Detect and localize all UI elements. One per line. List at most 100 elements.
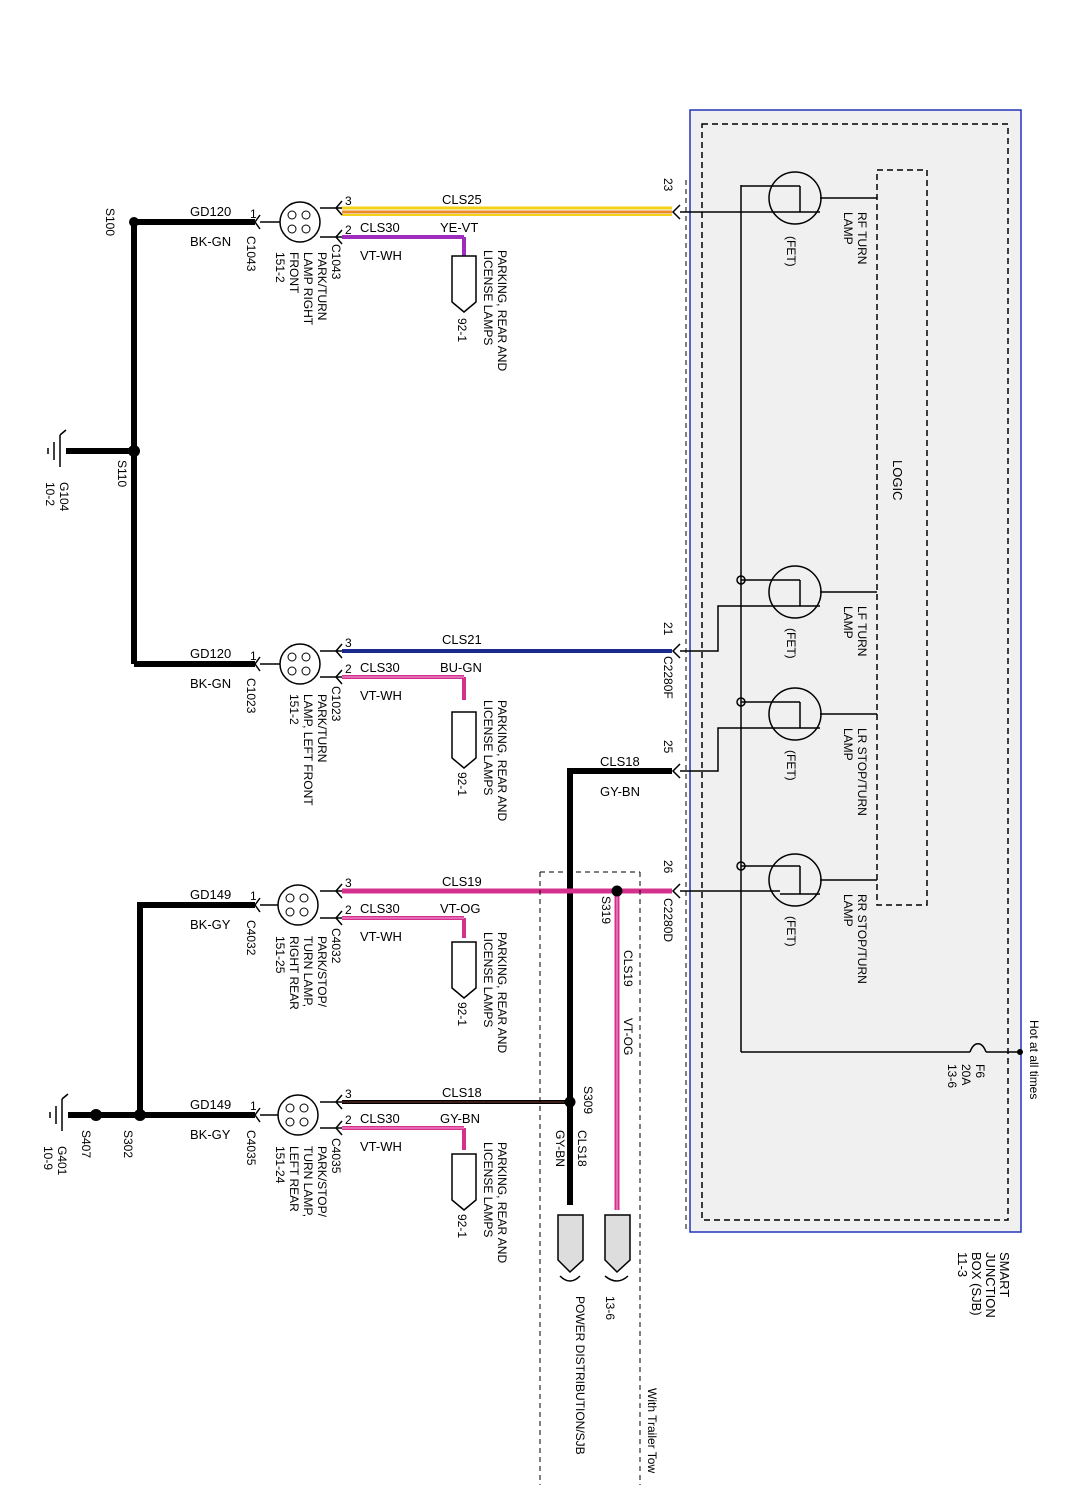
- logic-block: [876, 169, 928, 906]
- cls18-feed-color: GY-BN: [600, 784, 640, 799]
- ground-g401-name: G401: [55, 1146, 69, 1176]
- sjb-outer-border: [689, 109, 1022, 1233]
- lamp-lf-symbol: [279, 643, 321, 685]
- fet-label: (FET): [784, 236, 798, 267]
- park-circuit-lr: CLS30: [360, 1111, 400, 1126]
- lamp-lf-line-2: LAMP, LEFT FRONT: [301, 694, 315, 806]
- sjb-title-2: JUNCTION: [983, 1252, 998, 1318]
- lamp-group-lf: 3 2 1 CLS30 BU-GN VT-WH GD120 BK-GN C102…: [134, 636, 509, 821]
- lamp-rr-line-2: TURN LAMP,: [301, 936, 315, 1007]
- park-color-lf: BU-GN: [440, 660, 482, 675]
- trailer-cls18-circuit: CLS18: [575, 1130, 589, 1167]
- splice-s319: [611, 885, 623, 897]
- cls19-label: CLS19: [442, 874, 482, 889]
- lf-turn-label-2: LAMP: [841, 606, 855, 639]
- parking-rf-ref: 92-1: [455, 318, 469, 342]
- ground-wire-rr: [137, 902, 255, 1112]
- wire-cls25: [342, 206, 672, 216]
- cls18-label: CLS18: [442, 1085, 482, 1100]
- park-color-rf: YE-VT: [440, 220, 478, 235]
- hot-at-all-times-label: Hot at all times: [1027, 1020, 1041, 1099]
- fet-label: (FET): [784, 916, 798, 947]
- parking-lf-line-2: LICENSE LAMPS: [481, 700, 495, 795]
- fet-label: (FET): [784, 628, 798, 659]
- ground-g401-ref: 10-9: [41, 1146, 55, 1170]
- pin-3: 3: [345, 194, 352, 208]
- parking-rf-line-2: LICENSE LAMPS: [481, 250, 495, 345]
- lamp-lr-line-1: PARK/STOP/: [315, 1146, 329, 1218]
- splice-s110: [128, 445, 140, 457]
- trailer-tow-label: With Trailer Tow: [645, 1388, 659, 1473]
- ground-g104-name: G104: [57, 482, 71, 512]
- connector-c2280f: C2280F: [661, 656, 675, 699]
- park-circuit-rf: CLS30: [360, 220, 400, 235]
- pin-23: 23: [661, 178, 675, 192]
- rf-turn-label-1: RF TURN: [855, 212, 869, 264]
- lamp-rr-line-4: 151-25: [273, 936, 287, 974]
- cls21-label: CLS21: [442, 632, 482, 647]
- power-distribution-ref: POWER DISTRIBUTION/SJB: [573, 1296, 587, 1455]
- pin-1: 1: [250, 207, 257, 221]
- pin-2: 2: [345, 223, 352, 237]
- park-wire-color-lf: VT-WH: [360, 688, 402, 703]
- park-wire-color-rf: VT-WH: [360, 248, 402, 263]
- rear-ground-bus: S302 S407 G401 10-9: [41, 1093, 146, 1176]
- splice-s302: [134, 1109, 146, 1121]
- fuse-rating: 20A: [959, 1064, 973, 1085]
- trailer-cls18-connector: [557, 1214, 584, 1274]
- rr-stop-turn-label-2: LAMP: [841, 894, 855, 927]
- connector-right-rf: C1043: [329, 244, 343, 280]
- fuse-name: F6: [973, 1064, 987, 1078]
- connector-c2280d: C2280D: [661, 898, 675, 942]
- sjb-title-4: 11-3: [955, 1252, 970, 1277]
- parking-rr-line-2: LICENSE LAMPS: [481, 932, 495, 1027]
- pin-2: 2: [345, 662, 352, 676]
- lamp-lr-symbol: [277, 1094, 319, 1136]
- lf-turn-label-1: LF TURN: [855, 606, 869, 656]
- parking-rr-ref: 92-1: [455, 1002, 469, 1026]
- pin-21: 21: [661, 622, 675, 636]
- connector-left-lf: C1023: [244, 678, 258, 714]
- splice-s319-label: S319: [599, 896, 613, 924]
- pin-26: 26: [661, 860, 675, 874]
- brace: [559, 1275, 629, 1282]
- lamp-lr-line-4: 151-24: [273, 1146, 287, 1184]
- ground-g104-icon: [47, 429, 67, 467]
- trailer-cls19-circuit: CLS19: [621, 950, 635, 987]
- lamp-lr-line-3: LEFT REAR: [287, 1146, 301, 1212]
- sjb-title-1: SMART: [997, 1252, 1012, 1297]
- parking-lf-ref: 92-1: [455, 772, 469, 796]
- lamp-rf-line-4: 151-2: [273, 252, 287, 283]
- lamp-rf-line-2: LAMP RIGHT: [301, 252, 315, 326]
- ground-circuit-rr: GD149: [190, 887, 231, 902]
- lamp-group-rf: 3 2 1 CLS30 YE-VT VT-WH GD120 BK-GN C104…: [134, 194, 509, 371]
- trailer-cls19-color: VT-OG: [621, 1018, 635, 1055]
- pin-25: 25: [661, 740, 675, 754]
- parking-rf-line-1: PARKING, REAR AND: [495, 250, 509, 371]
- cls25-label: CLS25: [442, 192, 482, 207]
- splice-s309-label: S309: [581, 1086, 595, 1114]
- splice-s309: [564, 1096, 576, 1108]
- connector-left-rf: C1043: [244, 236, 258, 272]
- lamp-group-rr: 3 2 1 CLS30 VT-OG VT-WH GD149 BK-GY C403…: [137, 876, 509, 1112]
- fet-lr-stop-turn: (FET) LR STOP/TURN LAMP: [736, 687, 877, 816]
- smart-junction-box: LOGIC Hot at all times F6 20A 13-6 SMART…: [661, 109, 1041, 1318]
- splice-s302-label: S302: [121, 1130, 135, 1158]
- parking-ref-rf: [451, 255, 477, 313]
- splice-s110-label: S110: [115, 460, 129, 487]
- fet-rr-stop-turn: (FET) RR STOP/TURN LAMP: [736, 853, 877, 984]
- pin-arrows: [671, 204, 681, 899]
- ground-color-lf: BK-GN: [190, 676, 231, 691]
- fuse-f6-symbol: [969, 1043, 987, 1053]
- lamp-lf-line-3: 151-2: [287, 694, 301, 725]
- pin-2: 2: [345, 1113, 352, 1127]
- parking-rr-line-1: PARKING, REAR AND: [495, 932, 509, 1053]
- park-circuit-rr: CLS30: [360, 901, 400, 916]
- connector-right-rr: C4032: [329, 928, 343, 964]
- parking-lr-ref: 92-1: [455, 1214, 469, 1238]
- ground-g401-icon: [49, 1093, 69, 1131]
- parking-ref-rr: [451, 941, 477, 999]
- hot-feed-node: [1017, 1049, 1023, 1055]
- rr-stop-turn-label-1: RR STOP/TURN: [855, 894, 869, 984]
- park-color-rr: VT-OG: [440, 901, 480, 916]
